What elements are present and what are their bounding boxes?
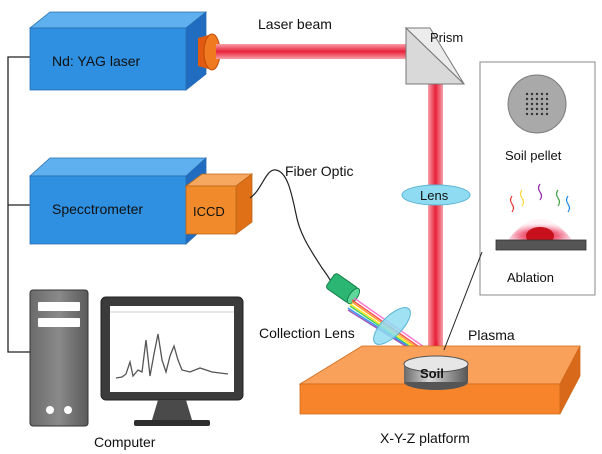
platform-label: X-Y-Z platform (380, 430, 470, 446)
laser-label: Nd: YAG laser (52, 53, 141, 69)
laser-box (28, 11, 208, 91)
focus-lens (401, 184, 471, 206)
spectrometer-label: Specctrometer (52, 201, 143, 217)
soil-label: Soil (420, 366, 444, 381)
fiber-optic-cable (249, 169, 335, 289)
cable-lines (7, 56, 30, 353)
prism-label: Prism (430, 30, 463, 45)
iccd-label: ICCD (193, 204, 225, 219)
ablation-image (495, 183, 587, 251)
fiber-optic-label: Fiber Optic (285, 163, 353, 179)
laser-nozzle (198, 33, 221, 71)
laser-beam-horizontal (216, 44, 436, 59)
soil-pellet-label: Soil pellet (505, 148, 562, 163)
soil-sample (403, 355, 469, 390)
computer-label: Computer (94, 434, 156, 450)
screen-spectrum-line (115, 333, 229, 379)
computer-monitor (100, 296, 244, 426)
inset-pointer-line (443, 251, 483, 351)
collection-lens (373, 307, 411, 345)
laser-beam-label: Laser beam (258, 16, 332, 32)
lens-label: Lens (420, 188, 449, 203)
fiber-collimator (326, 273, 361, 305)
iccd-box (184, 173, 254, 235)
prism (404, 26, 466, 85)
soil-pellet-image (507, 74, 567, 134)
ablation-label: Ablation (507, 270, 554, 285)
collection-lens-label: Collection Lens (259, 325, 355, 341)
computer-tower (29, 289, 89, 427)
plasma-label: Plasma (468, 327, 515, 343)
